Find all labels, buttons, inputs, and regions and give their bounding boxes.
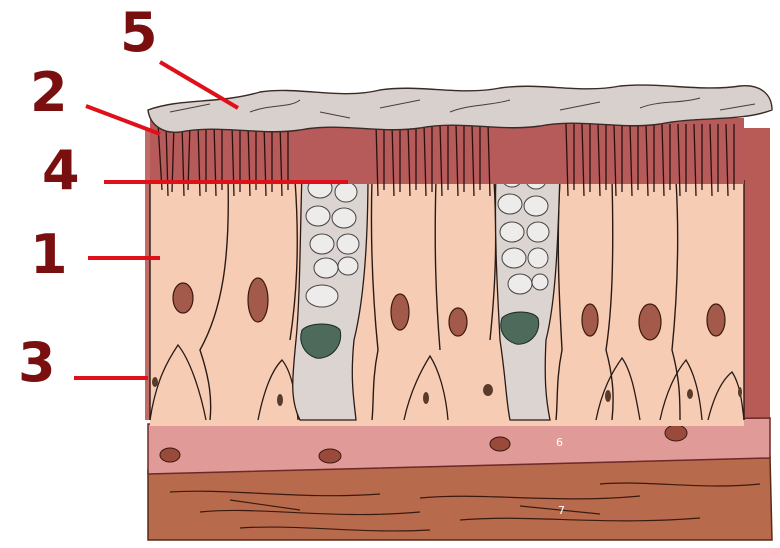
layer-mark-6: 6 bbox=[556, 436, 563, 449]
label-5: 5 bbox=[120, 6, 158, 60]
epithelial-layer bbox=[150, 180, 744, 426]
label-4: 4 bbox=[42, 144, 80, 198]
layer-mark-7: 7 bbox=[558, 504, 565, 517]
label-1: 1 bbox=[30, 228, 68, 282]
label-3: 3 bbox=[18, 336, 56, 390]
label-2: 2 bbox=[30, 66, 68, 120]
tissue-side-wall bbox=[742, 128, 770, 428]
